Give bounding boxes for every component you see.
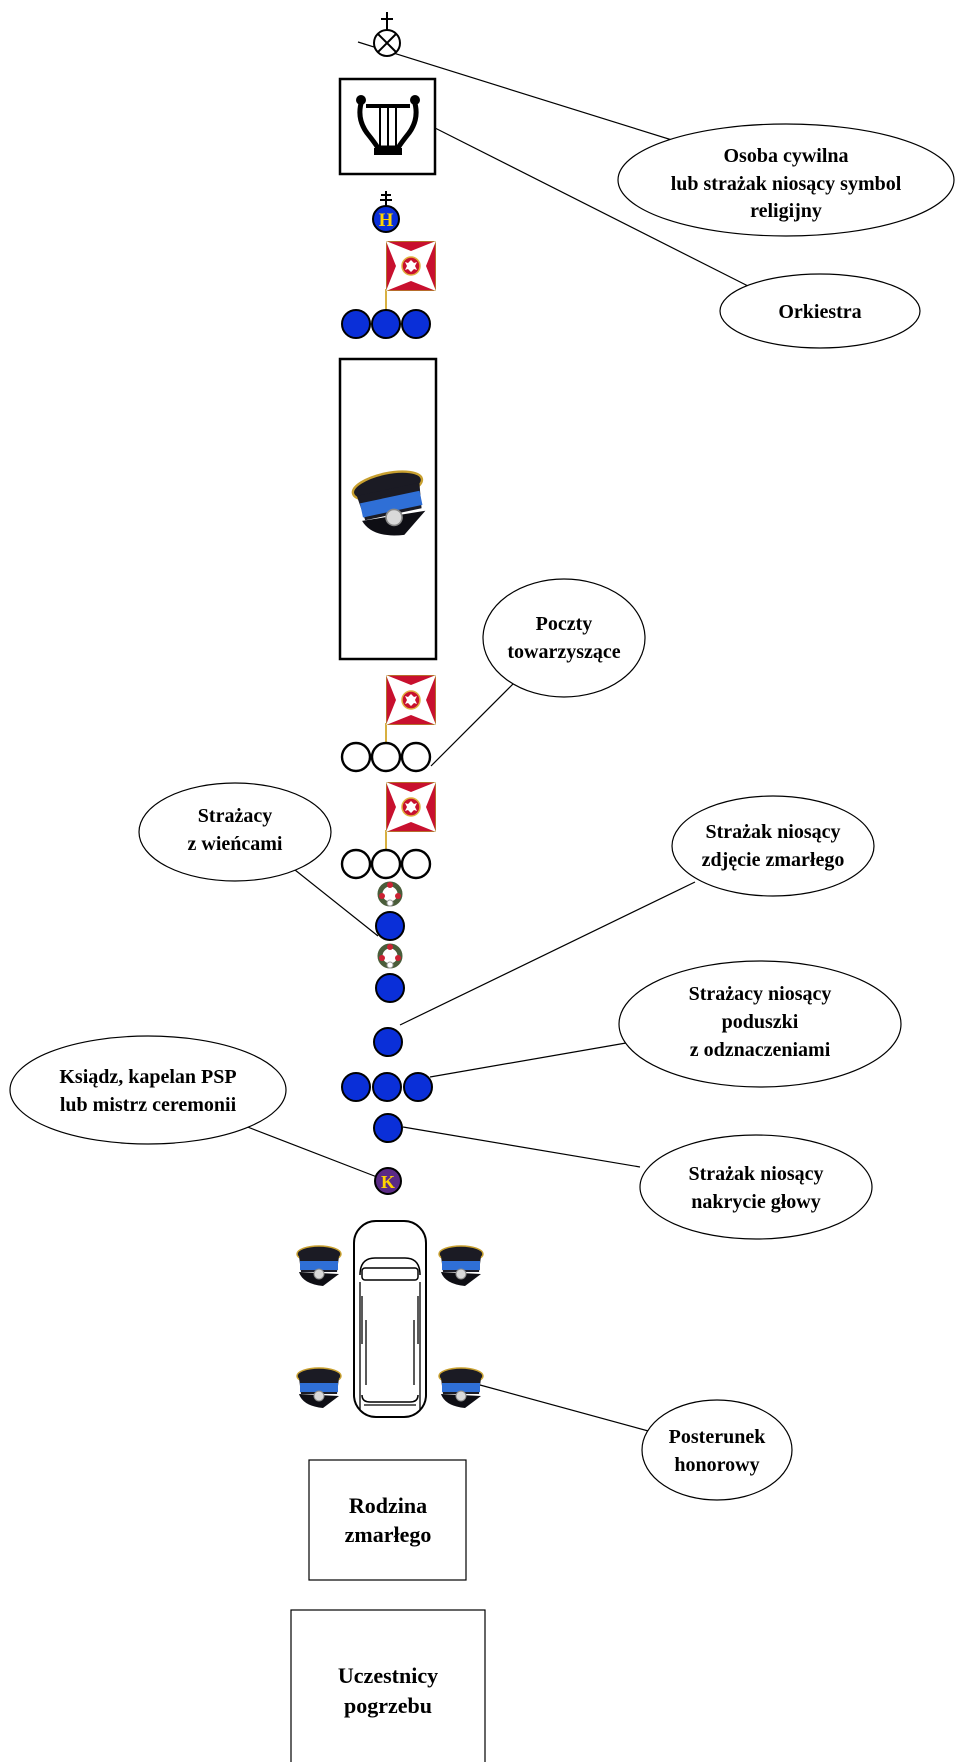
civil-label-line-2: lub strażak niosący symbol	[671, 173, 902, 195]
flag-icon	[386, 241, 436, 291]
connector-headgear	[402, 1126, 641, 1168]
wreath-bearer	[375, 973, 405, 1003]
callout-civil: Osoba cywilna lub strażak niosący symbol…	[617, 123, 955, 237]
connector-escort-posts	[430, 681, 516, 767]
cap-icon	[438, 1367, 484, 1409]
h-marker: H	[372, 191, 400, 233]
callout-cushions: Strażacy niosący poduszki z odznaczeniam…	[618, 960, 902, 1088]
cap-icon	[438, 1245, 484, 1287]
wreaths-label-line-2: z wieńcami	[188, 833, 283, 855]
connector-cushions	[429, 1042, 627, 1078]
orchestra-box	[338, 77, 437, 176]
callout-guard: Posterunek honorowy	[641, 1399, 793, 1501]
priest-marker: K	[374, 1167, 402, 1195]
connector-guard	[479, 1384, 653, 1433]
connector-wreaths	[284, 861, 379, 937]
k-marker-letter: K	[381, 1172, 395, 1192]
headgear-label-line-1: Strażak niosący	[689, 1163, 824, 1185]
callout-orchestra: Orkiestra	[719, 273, 921, 349]
cushions-label-line-1: Strażacy niosący	[689, 983, 832, 1005]
flag-icon	[386, 675, 436, 725]
callout-photo: Strażak niosący zdjęcie zmarłego	[671, 795, 875, 897]
connector-photo	[399, 881, 696, 1026]
escort-post-row-1	[340, 741, 432, 773]
escort-member	[400, 741, 432, 773]
headgear-bearer	[373, 1113, 403, 1143]
civil-label-line-1: Osoba cywilna	[723, 145, 848, 167]
firefighter	[371, 309, 401, 339]
cap-icon	[296, 1245, 342, 1287]
family-label-line-1: Rodzina	[349, 1493, 427, 1518]
photo-bearer	[373, 1027, 403, 1057]
h-marker-letter: H	[379, 210, 394, 231]
escort-member	[370, 848, 402, 880]
family-box: Rodzina zmarłego	[308, 1459, 467, 1581]
flag-icon	[386, 782, 436, 832]
coffin	[338, 357, 438, 661]
orchestra-label: Orkiestra	[778, 301, 861, 323]
banner-bearers-row	[341, 309, 431, 339]
cushion-bearer	[341, 1072, 371, 1102]
escort-post-row-2	[340, 848, 432, 880]
cushion-bearer	[372, 1072, 402, 1102]
escort-member	[340, 848, 372, 880]
family-label-line-2: zmarłego	[345, 1522, 432, 1547]
participants-box: Uczestnicy pogrzebu	[290, 1609, 486, 1762]
civil-label-line-3: religijny	[750, 200, 822, 222]
photo-label-line-2: zdjęcie zmarłego	[702, 849, 845, 871]
cushions-label-line-2: poduszki	[722, 1011, 799, 1033]
escort-banner-1	[385, 675, 436, 748]
wreath-bearer	[375, 911, 405, 941]
escort-posts-label-line-2: towarzyszące	[507, 641, 620, 663]
firefighter	[341, 309, 371, 339]
photo-label-line-1: Strażak niosący	[706, 821, 841, 843]
escort-member	[400, 848, 432, 880]
connector-orchestra	[434, 127, 751, 288]
wreaths-label-line-1: Strażacy	[198, 805, 272, 827]
cushions-label-line-3: z odznaczeniami	[690, 1039, 831, 1061]
guard-label-line-2: honorowy	[674, 1454, 759, 1476]
participants-label-line-1: Uczestnicy	[338, 1663, 438, 1688]
wreath-icon	[379, 882, 401, 906]
escort-member	[370, 741, 402, 773]
connector-priest	[244, 1125, 378, 1178]
lead-banner	[385, 241, 436, 310]
cross-bearer-symbol	[373, 12, 401, 57]
wreath-icon	[379, 944, 401, 968]
escort-member	[340, 741, 372, 773]
connector-civil	[357, 41, 689, 146]
priest-label-line-1: Ksiądz, kapelan PSP	[59, 1066, 236, 1088]
callout-escort-posts: Poczty towarzyszące	[482, 578, 646, 698]
participants-label-line-2: pogrzebu	[344, 1693, 432, 1718]
connector-lines	[244, 41, 751, 1433]
cushion-bearers-row	[341, 1072, 433, 1102]
lyre-icon	[356, 95, 420, 155]
priest-label-line-2: lub mistrz ceremonii	[60, 1094, 237, 1116]
headgear-label-line-2: nakrycie głowy	[691, 1191, 820, 1213]
cap-icon	[296, 1367, 342, 1409]
cushion-bearer	[403, 1072, 433, 1102]
hearse-icon	[353, 1220, 427, 1418]
callout-wreaths: Strażacy z wieńcami	[138, 782, 332, 882]
escort-posts-label-line-1: Poczty	[536, 613, 593, 635]
firefighter	[401, 309, 431, 339]
callout-headgear: Strażak niosący nakrycie głowy	[639, 1134, 873, 1240]
guard-label-line-1: Posterunek	[669, 1426, 767, 1448]
escort-banner-2	[385, 782, 436, 852]
callout-priest: Ksiądz, kapelan PSP lub mistrz ceremonii	[9, 1035, 287, 1145]
